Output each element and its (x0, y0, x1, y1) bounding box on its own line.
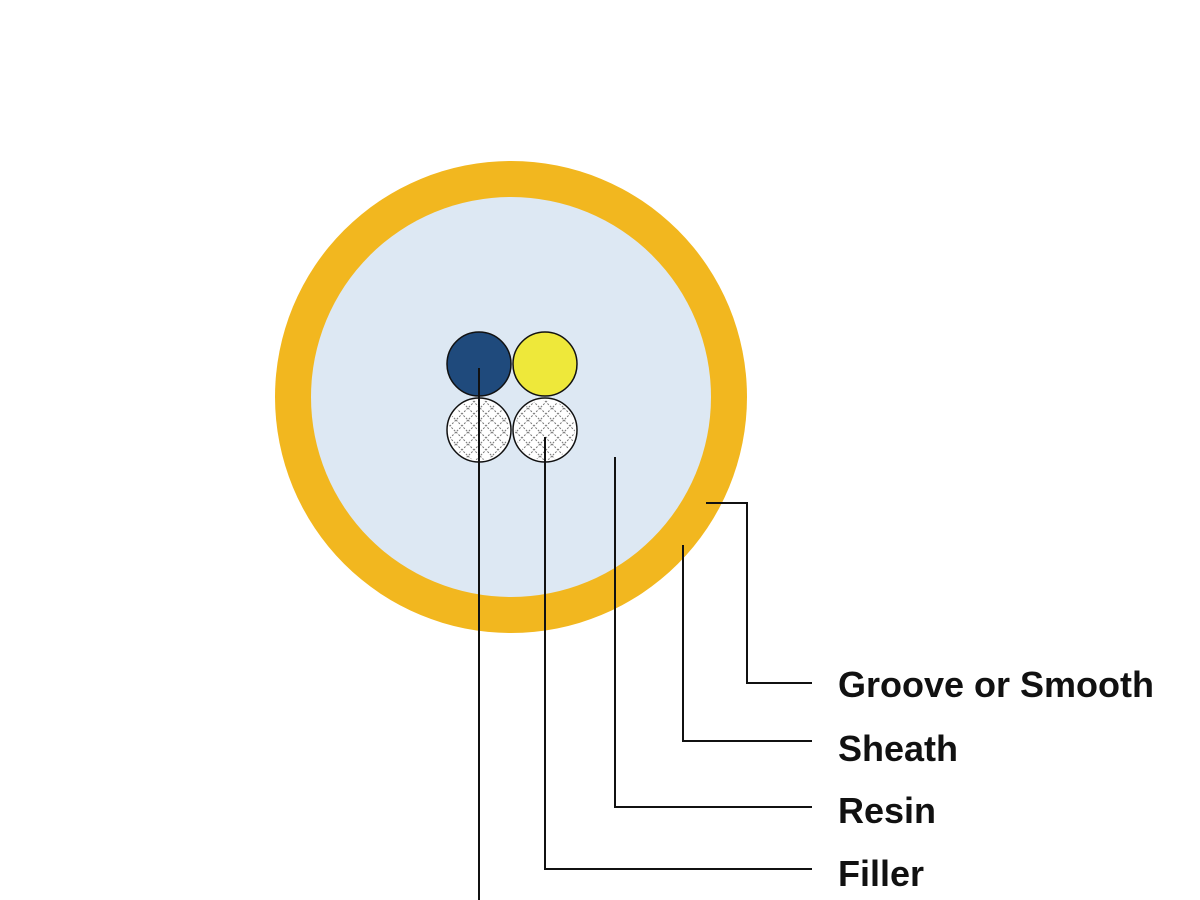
label-filler: Filler (838, 853, 924, 894)
leader-line-groove (706, 502, 812, 684)
label-groove-or-smooth: Groove or Smooth (838, 664, 1154, 705)
fiber-yellow (512, 331, 578, 397)
resin-body (311, 197, 711, 597)
leader-line-resin (614, 457, 812, 808)
leader-line-sheath (682, 545, 812, 742)
leader-line-filler (544, 437, 812, 870)
filler-right (512, 397, 578, 463)
label-resin: Resin (838, 790, 936, 831)
label-sheath: Sheath (838, 728, 958, 769)
